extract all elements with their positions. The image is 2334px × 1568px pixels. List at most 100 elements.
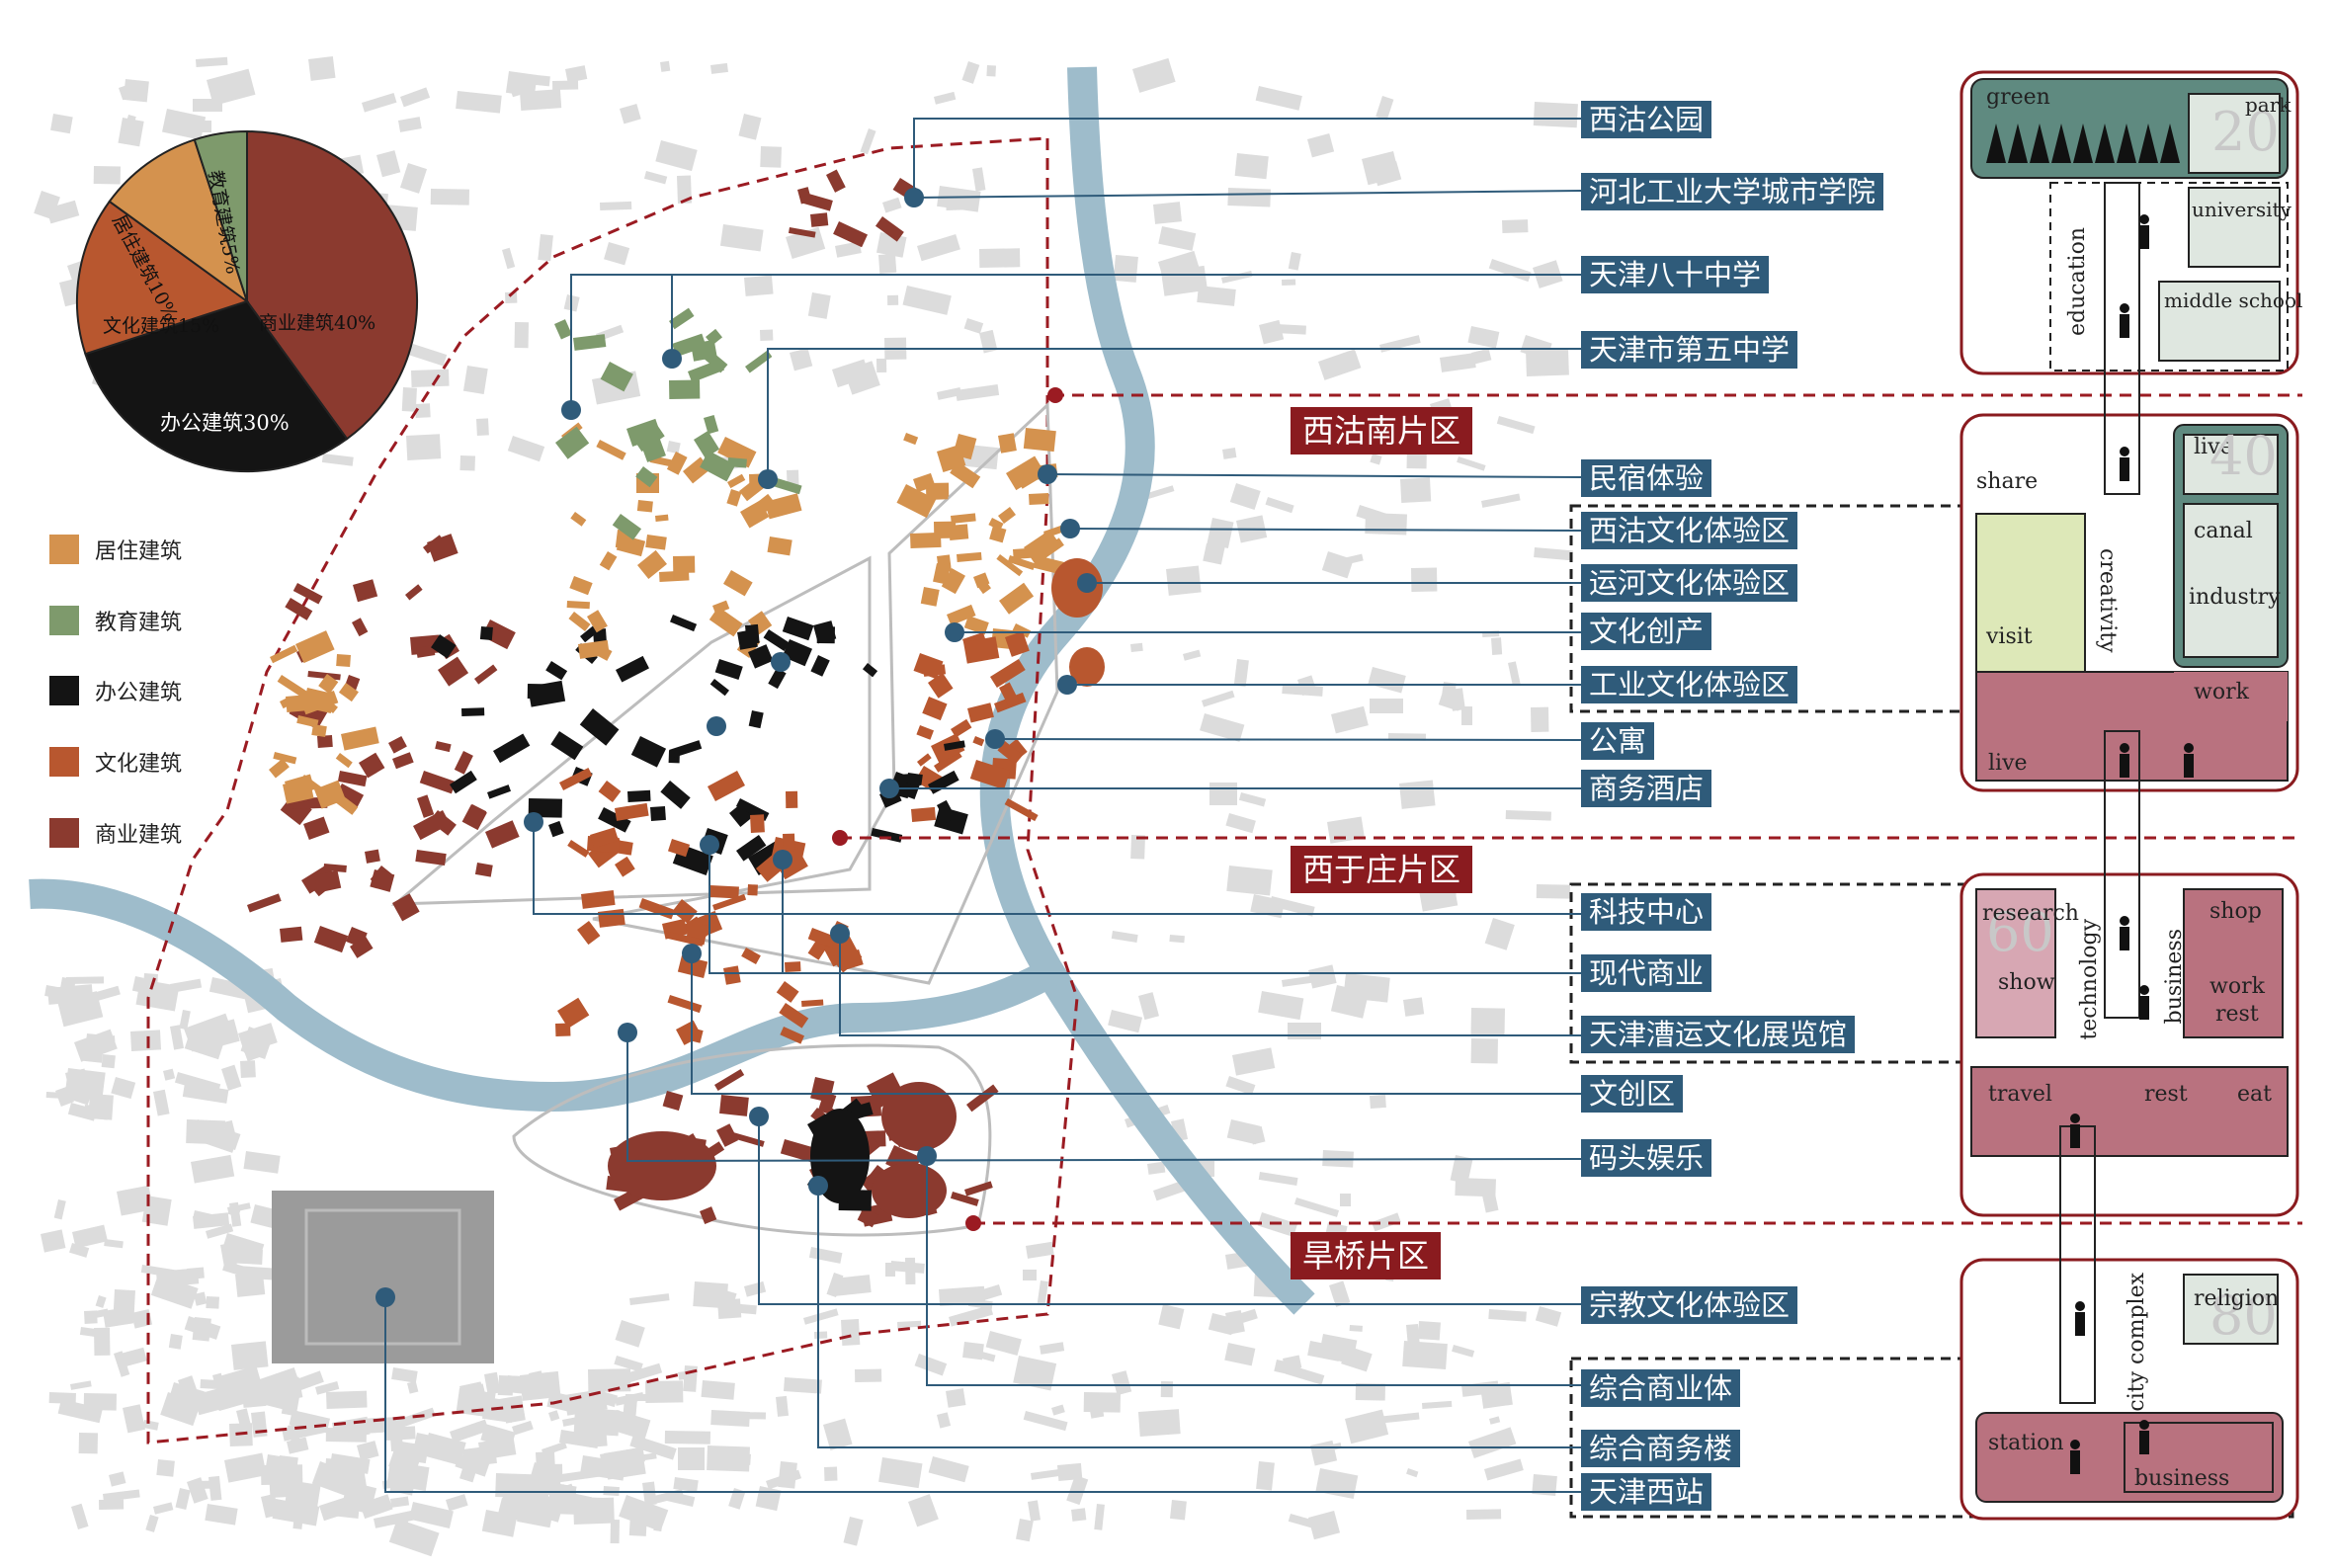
building: [600, 362, 633, 392]
person-icon-body: [2075, 1312, 2085, 1336]
bg-building: [710, 1410, 750, 1428]
leader-line: [1069, 528, 1582, 532]
bg-building: [211, 1372, 226, 1395]
bg-building: [885, 1263, 895, 1277]
bg-building: [1525, 348, 1569, 376]
legend-item-residential: 居住建筑: [49, 534, 182, 565]
building: [269, 758, 290, 779]
bg-building: [321, 454, 354, 466]
bg-building: [222, 1261, 252, 1279]
bg-building: [956, 384, 1000, 401]
bg-building: [963, 318, 984, 334]
location-dot: [758, 469, 778, 489]
building: [969, 760, 1011, 790]
p2-share: share: [1976, 469, 2039, 494]
place-label-tianjin-west-station: 天津西站: [1581, 1473, 1712, 1511]
building: [659, 570, 690, 582]
bg-building: [1108, 1009, 1143, 1033]
building: [767, 536, 792, 556]
building: [450, 770, 477, 794]
p3-num: 60: [1986, 901, 2054, 963]
location-dot: [879, 779, 899, 798]
location-dot: [561, 400, 581, 420]
pie-slice-居住建筑: [108, 138, 249, 304]
bg-building: [1233, 658, 1249, 688]
building: [612, 514, 642, 540]
bg-building: [1372, 1212, 1401, 1232]
bg-building: [1031, 1467, 1069, 1480]
bg-building: [168, 1334, 183, 1350]
bg-building: [1144, 485, 1175, 500]
bg-building: [182, 1083, 229, 1104]
building: [745, 623, 760, 644]
building: [247, 893, 282, 913]
bg-building: [878, 253, 897, 274]
leader-line: [626, 1032, 1582, 1163]
bg-building: [610, 1409, 651, 1441]
bg-building: [272, 1499, 320, 1527]
bg-building: [824, 1466, 838, 1481]
building: [998, 682, 1020, 707]
bg-building: [394, 1407, 436, 1430]
p3-research: research: [1982, 901, 2079, 926]
culture-building: [1051, 558, 1103, 618]
tree-icon: [2117, 124, 2136, 163]
bg-building: [1375, 96, 1394, 121]
bg-building: [111, 1076, 136, 1100]
building: [963, 636, 1000, 664]
building: [461, 707, 485, 716]
bg-building: [401, 387, 417, 412]
bg-building: [1370, 1094, 1386, 1109]
building: [419, 770, 457, 794]
bg-building: [860, 128, 876, 155]
bg-building: [875, 358, 887, 372]
bg-building: [1226, 866, 1273, 896]
bg-building: [961, 60, 980, 84]
bg-building: [357, 1441, 379, 1461]
bg-building: [1318, 1334, 1358, 1364]
building: [487, 784, 512, 799]
bg-building: [123, 115, 136, 138]
bg-building: [980, 1352, 996, 1362]
building: [1043, 525, 1066, 538]
bg-building: [949, 1304, 994, 1327]
building: [317, 734, 333, 748]
leader-line: [709, 845, 1581, 974]
bg-building: [1368, 667, 1406, 694]
building: [911, 806, 937, 822]
bg-building: [206, 1295, 219, 1309]
bg-building: [502, 247, 516, 270]
river-horizontal: [29, 878, 1065, 1113]
building: [435, 741, 452, 753]
location-dot: [524, 812, 543, 832]
pie-label-office: 办公建筑30%: [160, 411, 290, 435]
building: [723, 965, 741, 985]
building: [748, 644, 774, 669]
bg-building: [430, 188, 469, 206]
building: [632, 422, 665, 453]
bg-building: [45, 1092, 89, 1101]
bg-building: [1259, 319, 1285, 345]
place-label-tech-center: 科技中心: [1581, 893, 1712, 931]
building: [650, 805, 666, 821]
tree-icon: [2138, 124, 2158, 163]
bg-building: [1275, 323, 1306, 335]
building: [616, 655, 649, 683]
bg-building: [1318, 349, 1362, 380]
bg-building: [1202, 690, 1235, 707]
leader-lines: [384, 118, 1582, 1493]
p3-shop: shop: [2209, 899, 2262, 924]
building: [670, 614, 698, 632]
bg-building: [1274, 1359, 1299, 1376]
bg-building: [170, 1025, 185, 1050]
university-box: [2188, 187, 2281, 268]
person-icon-body: [2120, 927, 2129, 950]
bg-building: [1536, 884, 1570, 899]
bg-building: [70, 1380, 92, 1390]
bg-building: [1229, 483, 1261, 511]
building: [370, 869, 395, 892]
bg-building: [285, 1480, 321, 1508]
bg-building: [1183, 649, 1202, 661]
building: [776, 980, 799, 1003]
bg-building: [388, 1449, 421, 1476]
